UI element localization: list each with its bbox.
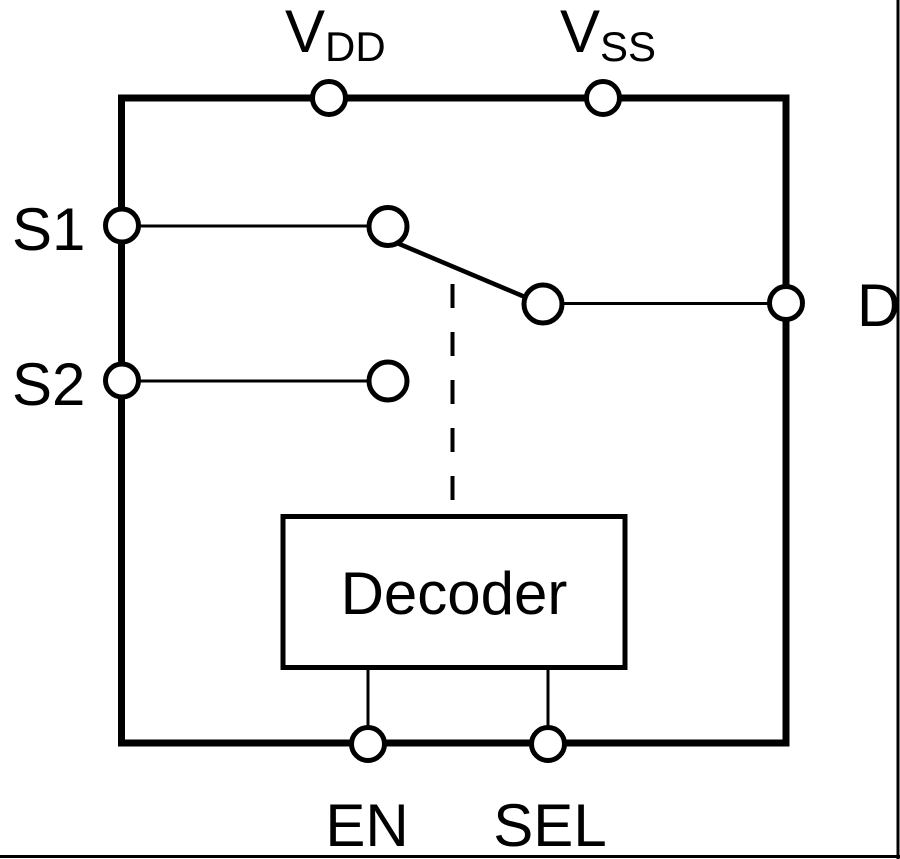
device-outline: [118, 94, 790, 747]
vdd-label-base: V: [285, 0, 325, 65]
d-pin: [767, 284, 805, 322]
s2-pin-label: S2: [12, 351, 85, 418]
common-pole-contact: [521, 282, 565, 326]
en-pin: [349, 725, 387, 763]
vss-pin-label: VSS: [560, 0, 656, 70]
s1-pin-label: S1: [12, 196, 85, 263]
s1-throw-contact: [366, 205, 410, 248]
s2-throw-contact: [366, 359, 410, 403]
decoder-block: [280, 514, 628, 670]
vss-label-subscript: SS: [600, 23, 656, 70]
vdd-pin: [310, 79, 348, 117]
s1-pin: [103, 206, 141, 245]
sel-pin-label: SEL: [493, 792, 606, 859]
en-pin-label: EN: [325, 792, 408, 859]
vss-label-base: V: [560, 0, 600, 65]
d-pin-label: D: [857, 272, 900, 339]
decoder-label: Decoder: [341, 560, 568, 627]
switch-arm: [396, 240, 526, 300]
s2-pin: [103, 361, 141, 400]
vss-pin: [584, 79, 622, 117]
vdd-pin-label: VDD: [285, 0, 386, 70]
vdd-label-subscript: DD: [325, 23, 386, 70]
sel-pin: [529, 725, 567, 763]
